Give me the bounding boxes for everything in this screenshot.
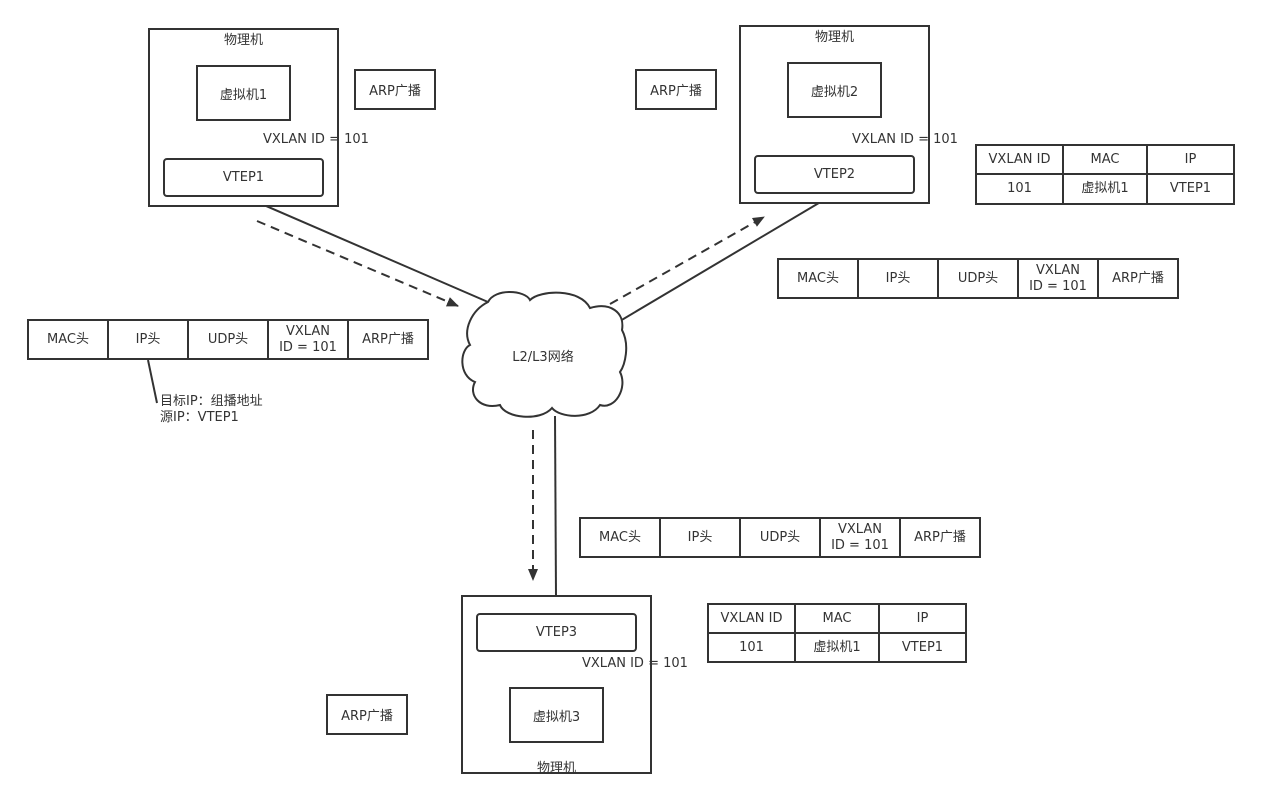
arp-broadcast-box-3: ARP广播: [326, 694, 408, 735]
vm2-label: 虚拟机2: [810, 84, 859, 100]
table-2-cell-ip: VTEP1: [878, 632, 967, 663]
table-2-header-vxlan-id: VXLAN ID: [707, 603, 796, 634]
packet-3-arp-broadcast: ARP广播: [899, 517, 981, 558]
table-1-cell-vxlan-id: 101: [975, 173, 1064, 205]
packet-1-udp-header: UDP头: [187, 319, 269, 360]
ip-note-source: 源IP：VTEP1: [160, 410, 239, 425]
packet-1-mac-header: MAC头: [27, 319, 109, 360]
packet-2-ip-header: IP头: [857, 258, 939, 299]
vtep1-network-link: [242, 195, 489, 303]
network-cloud-label: L2/L3网络: [512, 349, 574, 365]
table-2-cell-mac: 虚拟机1: [794, 632, 880, 663]
vtep2-label: VTEP2: [813, 167, 856, 182]
packet-1-arp-broadcast: ARP广播: [347, 319, 429, 360]
vtep3-box: VTEP3: [476, 613, 637, 652]
packet-2-arp-broadcast: ARP广播: [1097, 258, 1179, 299]
table-1-cell-mac: 虚拟机1: [1062, 173, 1148, 205]
flow-arrow-to-network: [256, 220, 459, 307]
vxlan-label-3: VXLAN ID = 101: [582, 656, 688, 671]
packet-3-vxlan-id: VXLAN ID = 101: [819, 517, 901, 558]
table-2-header-ip: IP: [878, 603, 967, 634]
table-1-header-ip: IP: [1146, 144, 1235, 175]
packet-2-mac-header: MAC头: [777, 258, 859, 299]
vxlan-label-2: VXLAN ID = 101: [852, 132, 958, 147]
packet-2-vxlan-id: VXLAN ID = 101: [1017, 258, 1099, 299]
table-1-header-vxlan-id: VXLAN ID: [975, 144, 1064, 175]
packet-3-udp-header: UDP头: [739, 517, 821, 558]
vm1-box: 虚拟机1: [196, 65, 291, 121]
ip-note-leader: [147, 359, 158, 404]
physical-machine-1-label: 物理机: [223, 33, 263, 48]
vm1-label: 虚拟机1: [219, 87, 268, 103]
table-2-header-mac: MAC: [794, 603, 880, 634]
physical-machine-2-label: 物理机: [814, 30, 854, 45]
arp-broadcast-box-2: ARP广播: [635, 69, 717, 110]
packet-1-ip-header: IP头: [107, 319, 189, 360]
packet-3-mac-header: MAC头: [579, 517, 661, 558]
flow-arrow-to-vtep2: [609, 216, 765, 305]
table-1-header-mac: MAC: [1062, 144, 1148, 175]
packet-2-udp-header: UDP头: [937, 258, 1019, 299]
arp-broadcast-box-1: ARP广播: [354, 69, 436, 110]
table-1-cell-ip: VTEP1: [1146, 173, 1235, 205]
network-vtep3-link: [554, 415, 557, 597]
vtep3-label: VTEP3: [535, 625, 578, 640]
arp-broadcast-label-3: ARP广播: [341, 709, 393, 724]
vm3-box: 虚拟机3: [509, 687, 604, 743]
arp-broadcast-label-1: ARP广播: [369, 84, 421, 99]
network-cloud-shape: [461, 291, 628, 418]
vm3-label: 虚拟机3: [532, 709, 581, 725]
vm2-box: 虚拟机2: [787, 62, 882, 118]
table-2-cell-vxlan-id: 101: [707, 632, 796, 663]
vxlan-label-1: VXLAN ID = 101: [263, 132, 369, 147]
vtep1-box: VTEP1: [163, 158, 324, 197]
vtep2-box: VTEP2: [754, 155, 915, 194]
ip-note-destination: 目标IP：组播地址: [160, 394, 263, 409]
vtep2-network-link: [619, 193, 835, 322]
physical-machine-3-label: 物理机: [536, 761, 576, 776]
packet-3-ip-header: IP头: [659, 517, 741, 558]
packet-1-vxlan-id: VXLAN ID = 101: [267, 319, 349, 360]
arp-broadcast-label-2: ARP广播: [650, 84, 702, 99]
vtep1-label: VTEP1: [222, 170, 265, 185]
